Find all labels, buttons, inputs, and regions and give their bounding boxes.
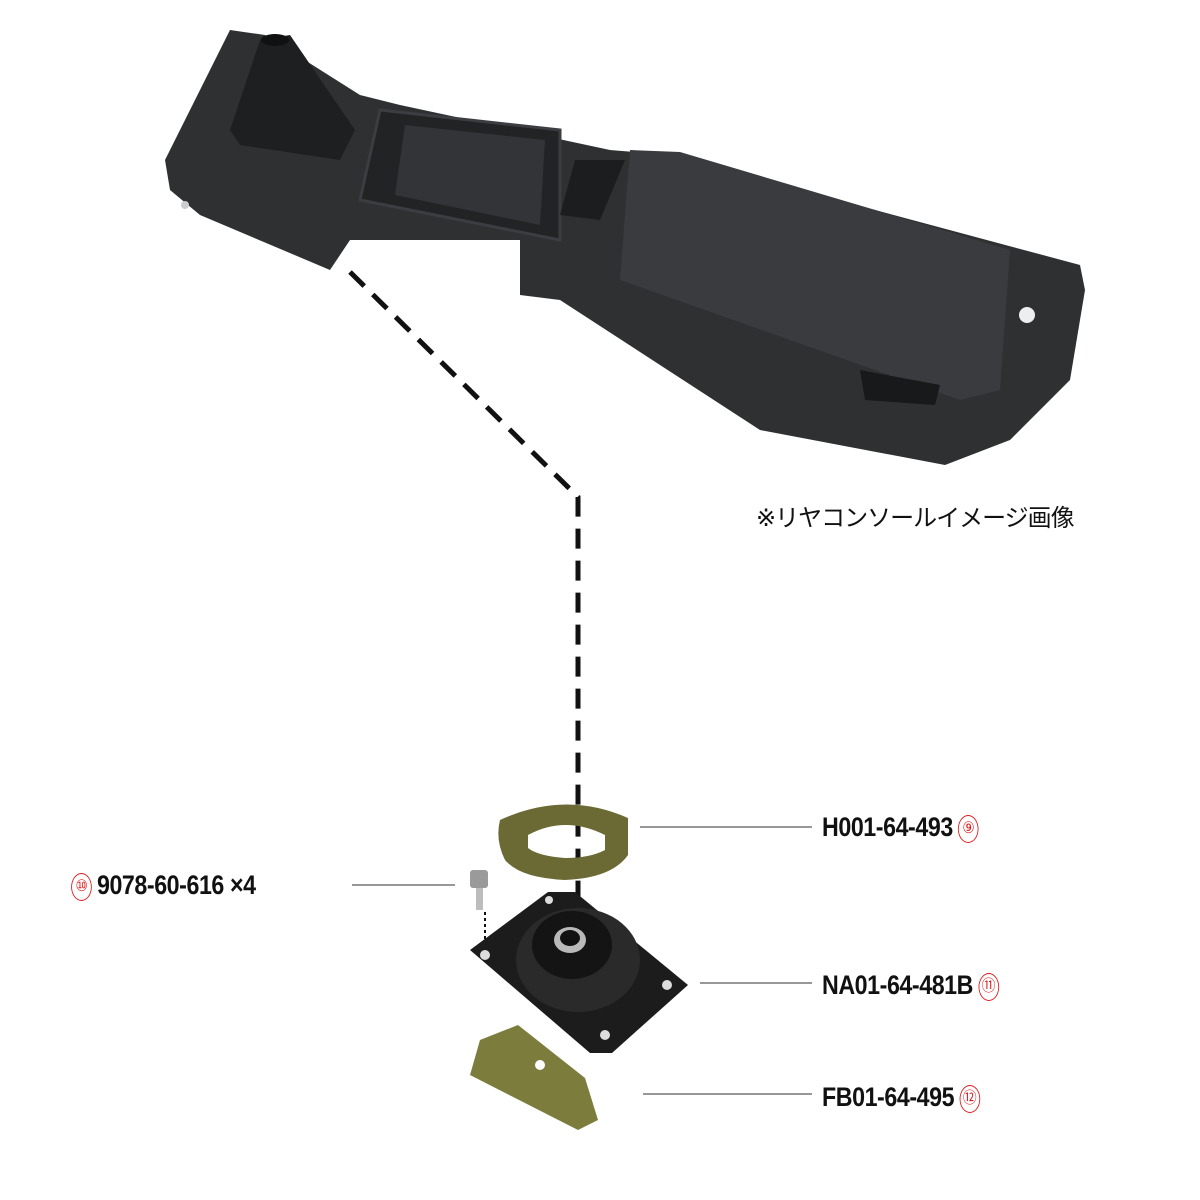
felt-ring-image <box>498 804 628 880</box>
part-number: NA01-64-481B <box>822 970 974 1000</box>
felt-pad-image <box>470 1025 598 1130</box>
image-caption: ※リヤコンソールイメージ画像 <box>756 504 1075 532</box>
shift-boot <box>230 35 355 160</box>
bolt-image <box>470 870 488 945</box>
rear-console-image <box>165 30 1085 465</box>
part-number: FB01-64-495 <box>822 1082 955 1112</box>
shift-boot-mount-image <box>470 892 688 1053</box>
dashed-guide-line <box>348 270 581 920</box>
ref-number-12: ⑫ <box>959 1084 980 1113</box>
ref-number-10: ⑩ <box>71 872 92 901</box>
ref-number-9: ⑨ <box>957 814 979 843</box>
leader-lines <box>352 826 812 1095</box>
part-number: 9078-60-616 ×4 <box>96 870 256 900</box>
ref-number-11: ⑪ <box>978 972 999 1001</box>
part-number: H001-64-493 <box>822 812 953 842</box>
